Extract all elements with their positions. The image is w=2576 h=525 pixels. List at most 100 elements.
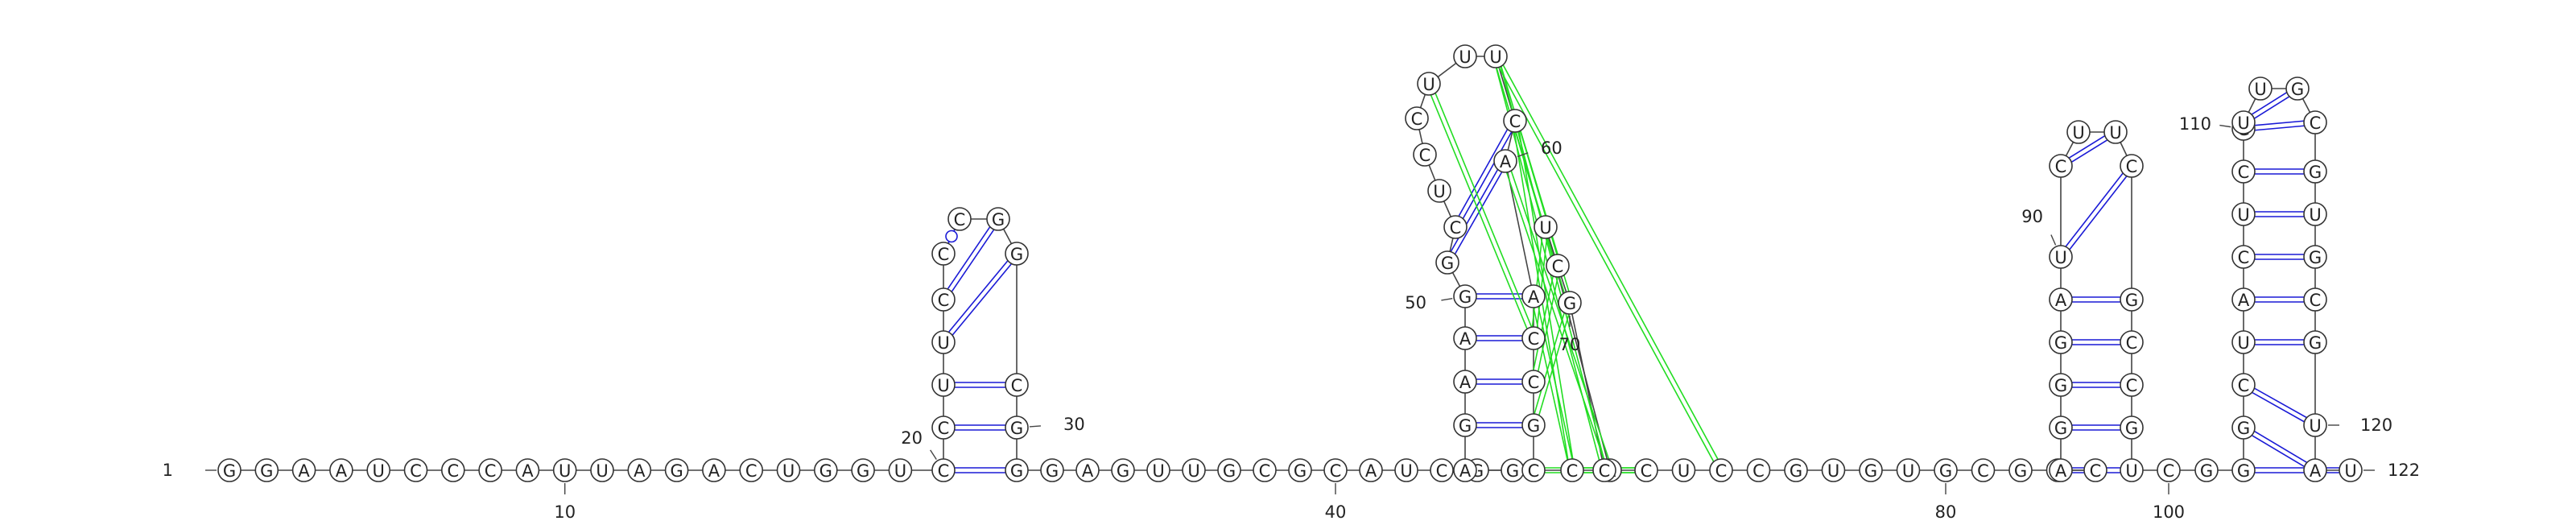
nucleotide: A bbox=[1075, 458, 1100, 482]
nucleotide: A bbox=[2231, 287, 2256, 312]
nucleotide-letter: C bbox=[2238, 248, 2250, 267]
nucleotide: U bbox=[552, 458, 577, 482]
nucleotide-letter: C bbox=[2090, 461, 2102, 481]
base-pair-line bbox=[940, 217, 997, 299]
base-pair-line bbox=[1530, 265, 1556, 382]
nucleotide-circle bbox=[2303, 458, 2327, 482]
nucleotide: A bbox=[1493, 149, 1517, 173]
nucleotide-letter: C bbox=[954, 210, 966, 229]
base-pair-line bbox=[1492, 57, 1720, 472]
nucleotide-letter: U bbox=[2072, 123, 2084, 143]
base-pair-line bbox=[1456, 122, 1518, 229]
nucleotide-circle bbox=[2120, 154, 2144, 178]
nucleotide: C bbox=[1521, 370, 1546, 394]
nucleotide: C bbox=[1413, 143, 1437, 167]
nucleotide-letter: G bbox=[1010, 245, 1023, 264]
nucleotide: G bbox=[2231, 415, 2256, 440]
nucleotide: U bbox=[2066, 120, 2091, 144]
nucleotide-letter: C bbox=[938, 419, 950, 438]
base-pair-line bbox=[1426, 84, 1532, 340]
nucleotide-letter: U bbox=[937, 376, 949, 395]
nucleotide-circle bbox=[2303, 159, 2327, 184]
nucleotide-letter: G bbox=[2309, 333, 2322, 353]
nucleotide-letter: C bbox=[1752, 461, 1765, 481]
nucleotide: A bbox=[329, 458, 353, 482]
position-label: 20 bbox=[901, 428, 923, 448]
nucleotide-circle bbox=[1859, 458, 1883, 482]
nucleotide-circle bbox=[2120, 458, 2144, 482]
nucleotide: A bbox=[515, 458, 540, 482]
nucleotide-circle bbox=[1075, 458, 1100, 482]
nucleotide-letter: C bbox=[1552, 257, 1564, 276]
nucleotide: G bbox=[1005, 242, 1029, 266]
nucleotide-letter: G bbox=[857, 461, 869, 481]
nucleotide-circle bbox=[2008, 458, 2033, 482]
nucleotide: U bbox=[2231, 330, 2256, 354]
base-pair-line bbox=[2058, 163, 2131, 256]
nucleotide: G bbox=[1784, 458, 1808, 482]
nucleotide-circle bbox=[2049, 415, 2073, 440]
nucleotide: C bbox=[2157, 458, 2181, 482]
nucleotide-circle bbox=[1217, 458, 1241, 482]
nucleotide-circle bbox=[1005, 373, 1029, 397]
nucleotide: C bbox=[2120, 154, 2144, 178]
nucleotide: G bbox=[1453, 284, 1477, 308]
nucleotide: C bbox=[1546, 254, 1570, 278]
nucleotide-circle bbox=[2120, 415, 2144, 440]
nucleotide-letter: C bbox=[2126, 376, 2138, 395]
nucleotide: C bbox=[440, 458, 465, 482]
nucleotide-circle bbox=[1503, 109, 1527, 133]
nucleotide-circle bbox=[515, 458, 540, 482]
nucleotide: C bbox=[2083, 458, 2107, 482]
nucleotide: C bbox=[1430, 458, 1454, 482]
base-pair-line bbox=[944, 220, 1001, 302]
nucleotide: U bbox=[366, 458, 391, 482]
nucleotide: A bbox=[1521, 284, 1546, 308]
nucleotide-circle bbox=[1453, 326, 1477, 350]
nucleotide-letter: C bbox=[1641, 461, 1653, 481]
nucleotide-letter: G bbox=[1459, 416, 1472, 436]
nucleotide-letter: A bbox=[2310, 461, 2322, 481]
nucleotide: C bbox=[1709, 458, 1733, 482]
nucleotide-circle bbox=[1493, 149, 1517, 173]
nucleotide-circle bbox=[1484, 44, 1508, 68]
nucleotide: G bbox=[2303, 159, 2327, 184]
nucleotide-circle bbox=[1405, 106, 1429, 130]
nucleotide-circle bbox=[1746, 458, 1771, 482]
nucleotide-circle bbox=[1111, 458, 1135, 482]
nucleotide-circle bbox=[851, 458, 875, 482]
nucleotide-circle bbox=[1521, 326, 1546, 350]
nucleotide-circle bbox=[440, 458, 465, 482]
base-pair-line bbox=[1517, 120, 1575, 470]
nucleotide: G bbox=[2303, 245, 2327, 269]
nucleotide-letter: C bbox=[2310, 291, 2322, 310]
nucleotide-circle bbox=[1560, 458, 1584, 482]
nucleotide-circle bbox=[1427, 179, 1451, 203]
nucleotide: G bbox=[2303, 330, 2327, 354]
nucleotide-circle bbox=[1394, 458, 1418, 482]
nucleotide: A bbox=[627, 458, 652, 482]
nucleotide-circle bbox=[1821, 458, 1846, 482]
nucleotide-letter: A bbox=[1459, 373, 1472, 392]
nucleotide-circle bbox=[2083, 458, 2107, 482]
nucleotide-letter: C bbox=[2126, 157, 2138, 176]
nucleotide-circle bbox=[2049, 287, 2073, 312]
nucleotide: U bbox=[1671, 458, 1696, 482]
nucleotide-circle bbox=[814, 458, 838, 482]
nucleotide: G bbox=[814, 458, 838, 482]
nucleotide: U bbox=[1534, 215, 1558, 239]
base-pair-line bbox=[944, 254, 1019, 345]
nucleotide-circle bbox=[2049, 245, 2073, 269]
nucleotide-circle bbox=[1323, 458, 1348, 482]
nucleotide: G bbox=[2231, 458, 2256, 482]
nucleotide-circle bbox=[2120, 373, 2144, 397]
nucleotide: C bbox=[2120, 373, 2144, 397]
position-tick bbox=[1029, 425, 1041, 428]
wobble-pair-marker bbox=[945, 229, 958, 243]
nucleotide-letter: U bbox=[1422, 75, 1435, 94]
base-pair-line bbox=[1530, 226, 1544, 338]
nucleotide: G bbox=[217, 458, 242, 482]
nucleotide-letter: U bbox=[2109, 123, 2121, 143]
nucleotide-letter: C bbox=[410, 461, 422, 481]
nucleotide-circle bbox=[931, 373, 956, 397]
